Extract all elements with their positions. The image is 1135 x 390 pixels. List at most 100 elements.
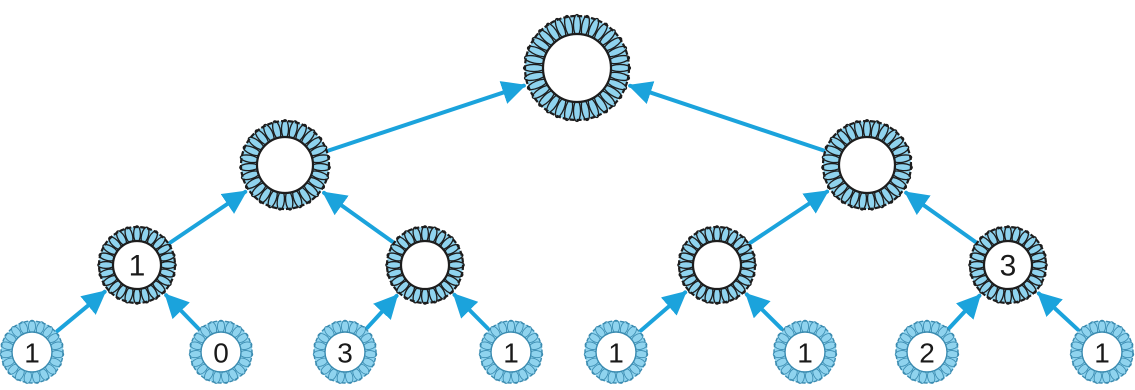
level2-node-2-outer-outline — [385, 225, 465, 305]
root-node-petal — [522, 63, 546, 73]
level1-node-2-outer-outline — [821, 119, 913, 211]
leaves-node-6-outer-outline — [773, 320, 837, 384]
level2-node-4-outer-outline — [968, 225, 1048, 305]
level2-node-1-label: 1 — [129, 250, 146, 283]
leaves-node-6: 1 — [772, 319, 838, 384]
level1-node-1-petal — [280, 119, 290, 139]
level2-node-1-petal — [132, 287, 142, 305]
nodes-layer: 1 3 1 0 3 1 1 1 2 1 — [0, 13, 1135, 384]
leaves-node-7-center — [906, 331, 948, 373]
level1-node-1-petal — [239, 162, 259, 172]
level1-node-2-petal — [862, 119, 872, 139]
leaves-node-2: 0 — [188, 319, 254, 384]
leaves-node-2-label: 0 — [213, 338, 229, 369]
leaves-node-7-label: 2 — [919, 338, 935, 369]
level2-node-3-petal — [677, 260, 695, 270]
arrow-leaves-1-to-level2-1 — [55, 289, 107, 333]
level2-node-2-petal — [447, 260, 465, 270]
leaves-node-5: 1 — [583, 319, 649, 384]
level1-node-2 — [821, 119, 913, 211]
arrow-leaves-7-to-level2-4 — [947, 293, 982, 330]
level2-node-3-center — [691, 239, 743, 291]
level2-node-4-petal — [1003, 225, 1013, 243]
arrow-leaves-8-to-level2-4 — [1036, 291, 1080, 332]
edges-layer — [55, 81, 1080, 333]
arrow-level2-2-to-level1-1 — [322, 190, 395, 244]
leaves-node-1-center — [11, 331, 53, 373]
level2-node-2-center — [399, 239, 451, 291]
level2-node-4-label: 3 — [1000, 250, 1017, 283]
root-node-petal — [572, 99, 582, 123]
level2-node-1-petal — [159, 260, 177, 270]
leaves-node-5-label: 1 — [608, 338, 624, 369]
leaves-node-2-petal — [217, 319, 225, 334]
level1-node-2-center — [837, 135, 897, 195]
leaves-node-8-outer-outline — [1070, 320, 1134, 384]
level2-node-3-petal — [712, 287, 722, 305]
leaves-node-7-outer-outline — [895, 320, 959, 384]
level2-node-3-outer-outline — [677, 225, 757, 305]
leaves-node-3: 3 — [312, 319, 378, 384]
leaves-node-6-center — [784, 331, 826, 373]
level2-node-2-petal — [420, 225, 430, 243]
level2-node-3 — [677, 225, 757, 305]
level2-node-1-petal — [132, 225, 142, 243]
leaves-node-2-outer-outline — [189, 320, 253, 384]
level2-node-3-petal — [712, 225, 722, 243]
level1-node-1 — [239, 119, 331, 211]
level2-node-4-petal — [1030, 260, 1048, 270]
arrow-level1-2-to-root-1 — [627, 81, 826, 153]
leaves-node-3-label: 3 — [337, 338, 353, 369]
arrow-level1-1-to-root-1 — [326, 81, 527, 153]
leaves-node-4-center — [490, 331, 532, 373]
arrow-leaves-5-to-level2-3 — [639, 290, 688, 333]
leaves-node-5-center — [595, 331, 637, 373]
leaves-node-4-outer-outline — [479, 320, 543, 384]
root-node-petal — [572, 13, 582, 37]
level2-node-1-petal — [97, 260, 115, 270]
level2-node-3-petal — [739, 260, 757, 270]
level2-node-4-center — [982, 239, 1034, 291]
leaves-node-3-center — [324, 331, 366, 373]
leaves-node-4-petal — [507, 319, 515, 334]
level1-node-2-petal — [893, 162, 913, 172]
level2-node-2-petal — [385, 260, 403, 270]
root-node-center — [541, 32, 613, 104]
level2-node-4: 3 — [968, 225, 1048, 305]
arrow-level2-4-to-level1-2 — [904, 190, 978, 244]
level2-node-2 — [385, 225, 465, 305]
arrow-leaves-4-to-level2-2 — [452, 292, 490, 331]
arrow-leaves-3-to-level2-2 — [365, 293, 399, 330]
leaves-node-6-petal — [801, 319, 809, 334]
arrow-leaves-2-to-level2-1 — [164, 293, 201, 331]
root-node-outer-outline — [523, 14, 631, 122]
leaves-node-5-outer-outline — [584, 320, 648, 384]
leaves-node-1-label: 1 — [24, 338, 40, 369]
leaves-node-1: 1 — [0, 319, 65, 384]
leaves-node-5-petal — [612, 319, 620, 334]
level2-node-4-petal — [968, 260, 986, 270]
root-node — [522, 13, 632, 123]
leaves-node-4-label: 1 — [503, 338, 519, 369]
level2-node-2-petal — [420, 287, 430, 305]
level1-node-1-petal — [311, 162, 331, 172]
level1-node-1-outer-outline — [239, 119, 331, 211]
leaves-node-8-petal — [1098, 319, 1106, 334]
arrow-level2-1-to-level1-1 — [168, 189, 248, 245]
leaves-node-1-outer-outline — [0, 320, 64, 384]
level2-node-4-petal — [1003, 287, 1013, 305]
leaves-node-8: 1 — [1069, 319, 1135, 384]
leaves-node-7-petal — [923, 319, 931, 334]
leaves-node-2-center — [200, 331, 242, 373]
leaves-node-1-petal — [28, 319, 36, 334]
leaves-node-6-label: 1 — [797, 338, 813, 369]
leaves-node-3-petal — [341, 319, 349, 334]
leaves-node-8-label: 1 — [1094, 338, 1110, 369]
arrow-level2-3-to-level1-2 — [748, 189, 830, 245]
leaves-node-4: 1 — [478, 319, 544, 384]
leaves-node-8-center — [1081, 331, 1123, 373]
arrow-leaves-6-to-level2-3 — [744, 292, 784, 331]
leaves-node-3-outer-outline — [313, 320, 377, 384]
level2-node-1-center — [111, 239, 163, 291]
